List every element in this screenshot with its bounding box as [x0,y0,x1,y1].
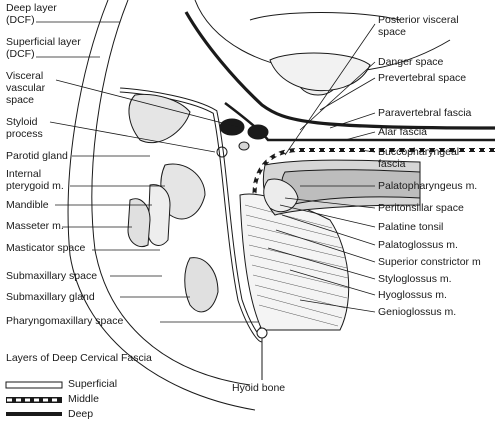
submaxillary-gland-shape [184,257,219,313]
palatine-tonsil-shape [263,178,299,213]
label-prevertebral-space: Prevertebral space [378,72,467,84]
label-deep-layer: Deep layer(DCF) [6,2,57,26]
label-superior-constrictor: Superior constrictor m [378,256,481,268]
parotid-gland-shape [128,93,191,144]
vertebra-bone [269,52,371,92]
label-paravertebral-fascia: Paravertebral fascia [378,107,472,119]
label-submaxillary-gland: Submaxillary gland [6,291,95,303]
label-genioglossus: Genioglossus m. [378,306,457,318]
styloid-process-shape [216,146,228,158]
legend-deep-label: Deep [68,408,94,420]
label-palatoglossus: Palatoglossus m. [378,239,458,251]
legend-superficial-swatch [5,381,63,389]
superficial-layer-inner [119,88,263,342]
deep-layer-line [184,11,496,130]
masseter-shape [127,198,151,247]
label-danger-space: Danger space [378,56,444,68]
label-hyoid-bone: Hyoid bone [232,382,286,394]
outer-skin-outline [67,0,256,411]
vertebra-posterior [249,12,401,21]
label-submaxillary-space: Submaxillary space [6,270,98,282]
label-parotid-gland: Parotid gland [6,150,68,162]
label-mandible: Mandible [6,199,49,211]
label-masticator-space: Masticator space [6,242,86,254]
legend-deep-swatch [6,412,62,416]
label-palatine-tonsil: Palatine tonsil [378,221,444,233]
buccopharyngeal-inner [252,149,495,331]
label-alar-fascia: Alar fascia [378,126,428,138]
label-pharyngomaxillary-space: Pharyngomaxillary space [6,315,124,327]
label-hyoglossus: Hyoglossus m. [378,289,447,301]
carotid-artery [219,118,245,136]
legend-title: Layers of Deep Cervical Fascia [6,352,152,364]
mandible-shape [147,184,171,246]
label-palatopharyngeus: Palatopharyngeus m. [378,180,478,192]
tongue-muscles [239,193,350,331]
legend-superficial-label: Superficial [68,378,118,390]
label-styloglossus: Styloglossus m. [378,273,452,285]
vagus-nerve [238,141,250,151]
jugular-vein [247,124,269,140]
legend-middle-label: Middle [68,393,99,405]
hyoid-bone-shape [256,327,268,339]
deep-layer-return [224,102,495,142]
label-masseter: Masseter m. [6,220,64,232]
label-superficial-layer: Superficial layer(DCF) [6,36,81,60]
label-peritonsillar-space: Peritonsillar space [378,202,464,214]
